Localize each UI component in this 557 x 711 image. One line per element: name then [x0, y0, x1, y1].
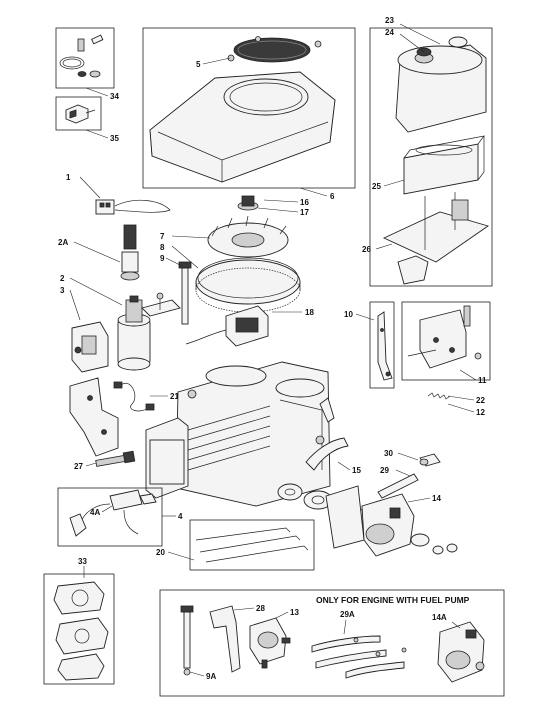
part-2a-starter-gear: [73, 224, 140, 281]
label-4a: 4A: [90, 508, 100, 517]
part-22-spring: [427, 392, 475, 413]
blower-housing-box: [142, 27, 356, 197]
engine-block: [145, 361, 335, 507]
engine-shield-plate: [69, 377, 119, 457]
label-17: 17: [300, 208, 309, 217]
label-1: 1: [66, 173, 71, 182]
label-28: 28: [256, 604, 265, 613]
part-29a-hoses: [311, 619, 407, 679]
label-2: 2: [60, 274, 65, 283]
part-14a-carburetor: [437, 621, 485, 683]
label-21: 21: [170, 392, 179, 401]
label-11: 11: [478, 376, 487, 385]
part-10-box: [355, 301, 395, 389]
fuel-pump-title: ONLY FOR ENGINE WITH FUEL PUMP: [316, 595, 470, 605]
label-24: 24: [385, 28, 394, 37]
label-27: 27: [74, 462, 83, 471]
label-29: 29: [380, 466, 389, 475]
part-13-fuel-pump: [249, 611, 291, 669]
label-10: 10: [344, 310, 353, 319]
label-15: 15: [352, 466, 361, 475]
label-16: 16: [300, 198, 309, 207]
label-6: 6: [330, 192, 335, 201]
part-15-hose: [305, 437, 351, 471]
part-35-box: [55, 96, 109, 139]
part-3-solenoid: [71, 321, 109, 373]
label-9: 9: [160, 254, 165, 263]
label-14a: 14A: [432, 613, 447, 622]
part-14-carburetor: [325, 485, 458, 557]
label-25: 25: [372, 182, 381, 191]
part-9-tube: [165, 257, 192, 325]
label-22: 22: [476, 396, 485, 405]
label-2a: 2A: [58, 238, 68, 247]
part-27-spark-plug: [85, 450, 136, 467]
fuel-pump-box: ONLY FOR ENGINE WITH FUEL PUMP: [159, 589, 505, 697]
label-7: 7: [160, 232, 165, 241]
label-34: 34: [110, 92, 119, 101]
part-9a-tube: [183, 611, 191, 669]
label-13: 13: [290, 608, 299, 617]
label-23: 23: [385, 16, 394, 25]
part-28-bracket: [209, 605, 241, 673]
flywheel-assembly: [171, 195, 301, 313]
label-12: 12: [476, 408, 485, 417]
part-33-box: [43, 566, 115, 685]
label-20: 20: [156, 548, 165, 557]
label-5: 5: [196, 60, 201, 69]
label-18: 18: [305, 308, 314, 317]
label-3: 3: [60, 286, 65, 295]
label-33: 33: [78, 557, 87, 566]
label-4: 4: [178, 512, 183, 521]
part-1-belt: [79, 176, 171, 215]
part-4-box: [57, 487, 176, 547]
label-26: 26: [362, 245, 371, 254]
label-14: 14: [432, 494, 441, 503]
part-11-box: [401, 301, 491, 381]
part-34-box: [55, 27, 115, 97]
label-9a: 9A: [206, 672, 216, 681]
part-2-starter-motor: [69, 277, 181, 371]
label-30: 30: [384, 449, 393, 458]
part-30-fitting: [397, 452, 441, 467]
label-35: 35: [110, 134, 119, 143]
label-8: 8: [160, 243, 165, 252]
label-29a: 29A: [340, 610, 355, 619]
part-20-box: [167, 519, 315, 571]
part-18-ignition-coil: [185, 305, 302, 347]
part-21-harness: [113, 381, 168, 412]
part-29-fuel-hose: [377, 469, 419, 499]
air-filter-box: [369, 23, 493, 287]
